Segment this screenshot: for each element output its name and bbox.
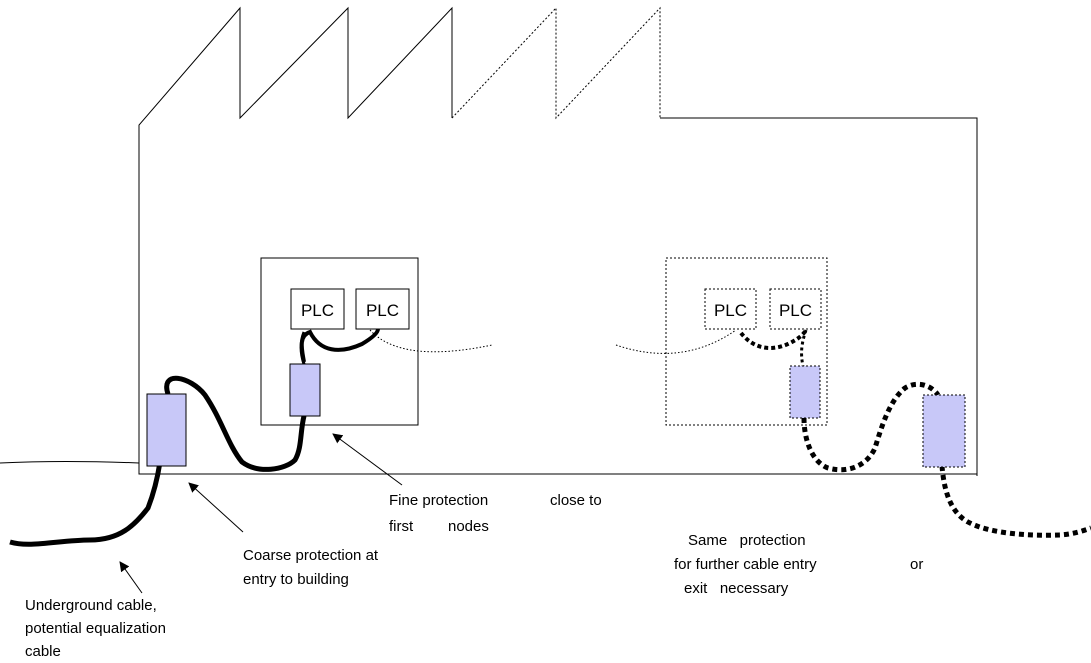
plc-box-left-1: PLC — [290, 288, 345, 330]
bus-line-right — [615, 329, 737, 354]
cable-further-entry — [801, 381, 941, 473]
plc-box-left-2: PLC — [355, 288, 410, 330]
coarse-protection-device — [146, 393, 187, 467]
plc-label: PLC — [779, 301, 812, 320]
label-underground-cable: Underground cable, potential equalizatio… — [25, 597, 166, 660]
cabinet-left — [260, 257, 419, 426]
plc-label: PLC — [714, 301, 747, 320]
svg-text:close to: close to — [550, 492, 602, 509]
svg-text:for further cable entry: for further cable entry — [674, 556, 817, 573]
plc-label: PLC — [301, 301, 334, 320]
ground-line — [0, 461, 977, 475]
label-fine-protection: Fine protection close to first nodes — [389, 492, 602, 535]
svg-text:or: or — [910, 556, 923, 573]
building-outline-right — [660, 117, 978, 476]
plc-box-right-1: PLC — [704, 288, 757, 330]
svg-text:Same protection: Same protection — [688, 532, 806, 549]
label-coarse-protection: Coarse protection at entry to building — [243, 547, 379, 588]
svg-text:Fine protection: Fine protection — [389, 492, 488, 509]
coarse-protection-device-right — [922, 394, 966, 468]
cabinet-right — [665, 257, 828, 426]
underground-cable — [9, 461, 163, 547]
arrow-underground-cable — [119, 561, 143, 594]
svg-text:cable: cable — [25, 643, 61, 660]
roof-dotted-section — [451, 6, 661, 120]
plc-label: PLC — [366, 301, 399, 320]
bus-line-left — [369, 329, 493, 353]
arrow-coarse-protection — [188, 482, 244, 533]
svg-text:Coarse protection at: Coarse protection at — [243, 547, 379, 564]
svg-text:nodes: nodes — [448, 518, 489, 535]
cable-building-entry — [164, 375, 307, 472]
label-same-protection: Same protection for further cable entry … — [674, 532, 923, 597]
building-outline — [138, 6, 453, 465]
arrow-fine-protection — [332, 433, 403, 486]
cable-plc-link-right — [739, 328, 808, 350]
fine-protection-device-left — [289, 363, 321, 417]
svg-text:Underground cable,: Underground cable, — [25, 597, 157, 614]
cable-plc-drop-right — [800, 329, 808, 367]
svg-text:entry to building: entry to building — [243, 571, 349, 588]
plc-box-right-2: PLC — [769, 288, 822, 330]
cable-further-exit — [939, 465, 1091, 538]
fine-protection-device-right — [789, 365, 821, 419]
cable-plc-link-left — [299, 328, 380, 363]
svg-text:exit necessary: exit necessary — [684, 580, 789, 597]
svg-text:first: first — [389, 518, 414, 535]
cable-plc-drop-left — [299, 331, 306, 365]
svg-text:potential equalization: potential equalization — [25, 620, 166, 637]
